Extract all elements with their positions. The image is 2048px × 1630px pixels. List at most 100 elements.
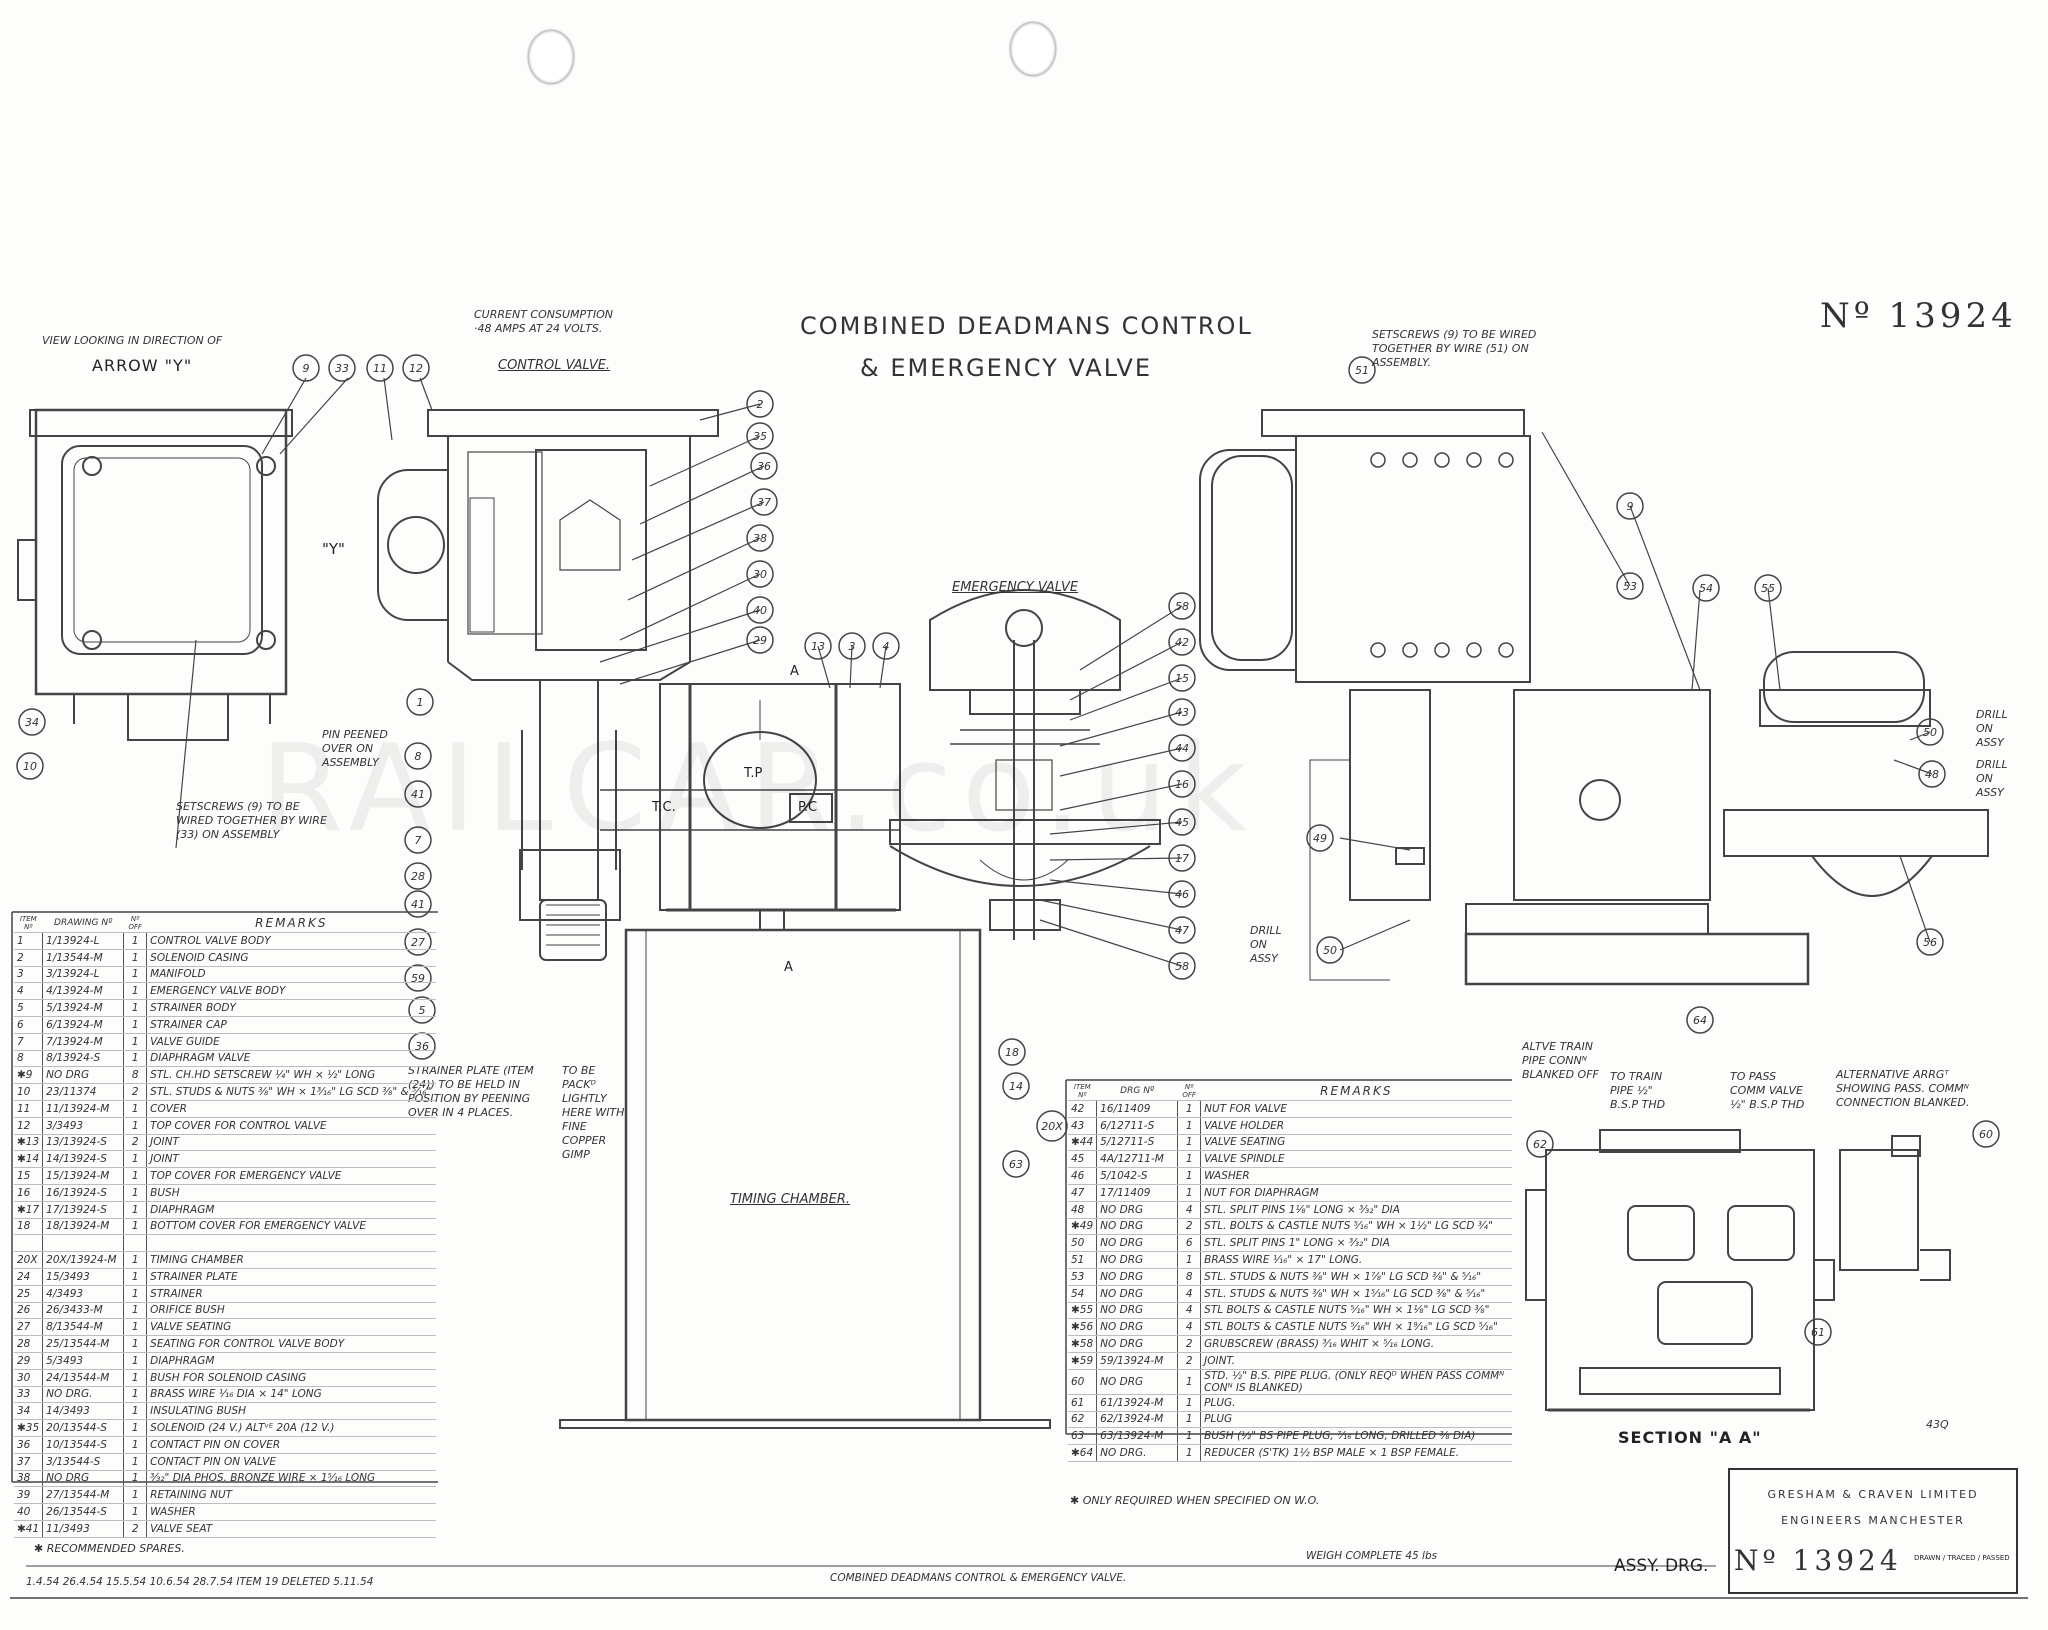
quantity: 1 (1177, 1167, 1202, 1185)
svg-text:49: 49 (1313, 832, 1327, 845)
drawing-number: 11/13924-M (42, 1100, 125, 1118)
quantity: 1 (1177, 1117, 1202, 1135)
col-remarks: REMARKS (146, 914, 436, 933)
drawing-number: 5/3493 (42, 1352, 125, 1370)
quantity: 2 (123, 1134, 148, 1152)
drawing-number: NO DRG. (42, 1386, 125, 1404)
drawing-number: 15/3493 (42, 1268, 125, 1286)
section-a-label: A (790, 664, 799, 679)
manifold (600, 683, 901, 912)
remarks: VALVE SPINDLE (1200, 1150, 1512, 1169)
watermark: RAILCAR.co.uk (260, 720, 1257, 859)
alternative-arrangement-note: ALTERNATIVE ARRGᵀ SHOWING PASS. COMMᴺ CO… (1836, 1068, 1970, 1109)
remarks: JOINT (146, 1134, 436, 1152)
remarks: VALVE SEAT (146, 1520, 436, 1538)
quantity: 1 (123, 1470, 148, 1488)
drawing-number: 13/13924-S (42, 1134, 125, 1152)
quantity: 1 (1177, 1427, 1202, 1446)
drawing-number: 3/3493 (42, 1117, 125, 1135)
remarks (146, 1234, 436, 1253)
item-number: 1 (14, 932, 44, 950)
item-number: 62 (1068, 1411, 1098, 1429)
item-number: 43 (1068, 1117, 1098, 1135)
item-number: 39 (14, 1486, 44, 1505)
revision-dates: 1.4.54 26.4.54 15.5.54 10.6.54 28.7.54 I… (26, 1576, 374, 1588)
item-number: 34 (14, 1402, 44, 1421)
quantity: 1 (123, 1352, 148, 1370)
emergency-valve-section (889, 589, 1161, 940)
drawing-number: 4/13924-M (42, 982, 125, 1001)
svg-text:38: 38 (753, 532, 767, 545)
svg-text:36: 36 (757, 460, 771, 473)
quantity: 1 (123, 1117, 148, 1135)
svg-text:56: 56 (1923, 936, 1937, 949)
svg-text:17: 17 (1175, 852, 1189, 865)
setscrews-note-left: SETSCREWS (9) TO BE WIRED TOGETHER BY WI… (176, 800, 327, 841)
quantity: 1 (123, 1318, 148, 1337)
drawing-number: 27/13544-M (42, 1486, 125, 1505)
svg-text:9: 9 (1627, 500, 1634, 513)
svg-text:4: 4 (883, 640, 890, 653)
svg-text:45: 45 (1175, 816, 1189, 829)
punch-hole (528, 30, 574, 84)
drawing-number: NO DRG (1096, 1369, 1179, 1395)
quantity: 1 (123, 1369, 148, 1387)
item-number: ✱59 (1068, 1352, 1098, 1370)
drawing-title-line2: & EMERGENCY VALVE (860, 354, 1153, 382)
footer-title: COMBINED DEADMANS CONTROL & EMERGENCY VA… (830, 1572, 1127, 1584)
drawing-number: NO DRG. (1096, 1444, 1179, 1462)
remarks: BRASS WIRE ¹⁄₁₆ DIA × 14" LONG (146, 1386, 436, 1404)
drawing-number-bottom: Nº 13924 (1734, 1544, 1902, 1577)
quantity: 1 (123, 1402, 148, 1421)
quantity: 2 (1177, 1352, 1202, 1370)
remarks: DIAPHRAGM (146, 1352, 436, 1370)
remarks: SEATING FOR CONTROL VALVE BODY (146, 1335, 436, 1353)
item-number: 15 (14, 1167, 44, 1185)
svg-text:51: 51 (1355, 364, 1369, 377)
item-number: 40 (14, 1503, 44, 1521)
remarks: REDUCER (S'TK) 1½ BSP MALE × 1 BSP FEMAL… (1200, 1444, 1512, 1462)
timing-chamber (559, 910, 1051, 1429)
weigh-complete: WEIGH COMPLETE 45 lbs (1306, 1550, 1438, 1562)
item-number: 48 (1068, 1201, 1098, 1219)
svg-text:20X: 20X (1041, 1120, 1063, 1133)
quantity: 2 (123, 1520, 148, 1538)
item-number: 61 (1068, 1394, 1098, 1412)
tc-label: T.C. (652, 800, 676, 815)
svg-text:10: 10 (23, 760, 37, 773)
timing-chamber-label: TIMING CHAMBER. (730, 1192, 851, 1207)
drawing-number: 17/11409 (1096, 1184, 1179, 1202)
drawn-traced-passed: DRAWN / TRACED / PASSED (1914, 1554, 2010, 1562)
svg-text:50: 50 (1323, 944, 1337, 957)
remarks: WASHER (1200, 1167, 1512, 1185)
quantity: 1 (123, 1100, 148, 1118)
quantity: 1 (123, 949, 148, 967)
quantity (123, 1234, 148, 1253)
svg-text:30: 30 (753, 568, 767, 581)
quantity: 2 (123, 1083, 148, 1101)
drawing-number: 61/13924-M (1096, 1394, 1179, 1412)
item-number: 29 (14, 1352, 44, 1370)
pack-note: TO BE PACKᴰ LIGHTLY HERE WITH FINE COPPE… (562, 1064, 625, 1161)
remarks: JOINT. (1200, 1352, 1512, 1370)
pin-note: PIN PEENED OVER ON ASSEMBLY (322, 728, 388, 769)
quantity: 6 (1177, 1234, 1202, 1253)
item-number: 28 (14, 1335, 44, 1353)
svg-text:7: 7 (415, 834, 422, 847)
drill-on-assy-2: DRILL ON ASSY (1976, 758, 2008, 799)
